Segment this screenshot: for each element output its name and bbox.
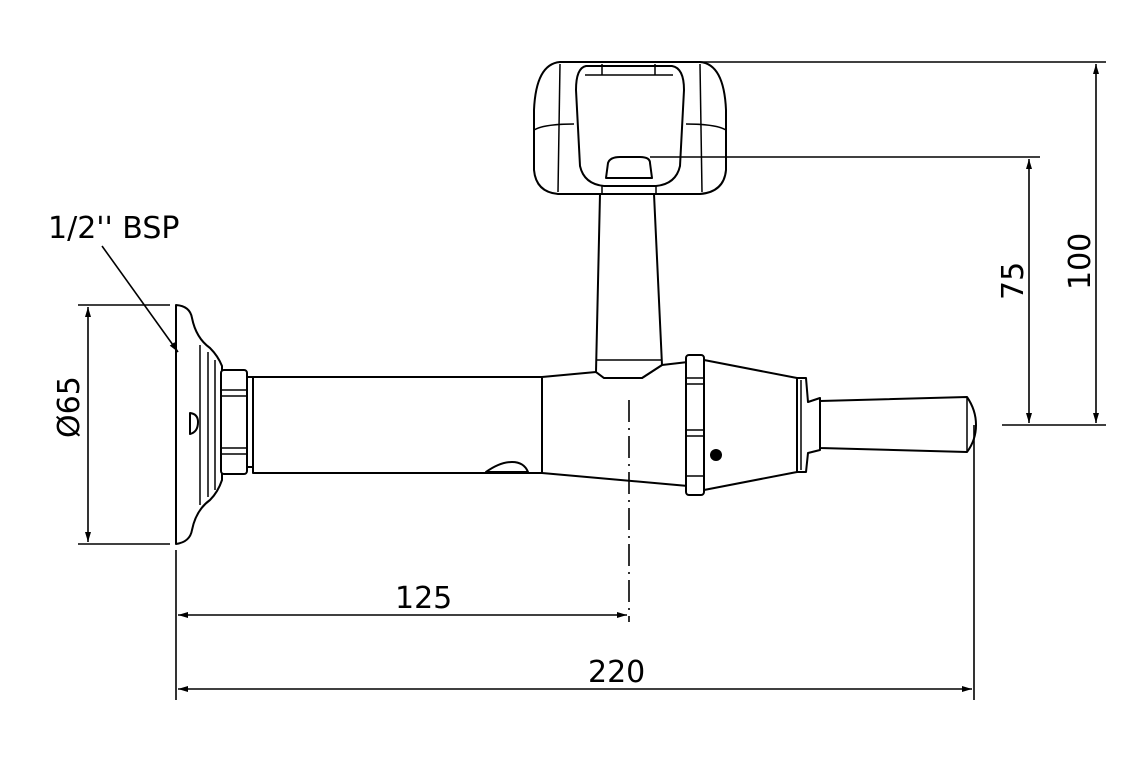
spindle-cap	[819, 396, 977, 453]
thread-callout: 1/2'' BSP	[48, 211, 180, 353]
wall-hex-nut	[220, 369, 254, 475]
dimension-100-label: 100	[1063, 233, 1098, 290]
flange-set-screw	[189, 412, 199, 435]
lever-handle	[533, 61, 727, 195]
thread-callout-label: 1/2'' BSP	[48, 211, 180, 246]
wall-flange	[175, 304, 223, 545]
spout-body	[252, 376, 543, 474]
dimension-75-label: 75	[996, 262, 1031, 300]
dimension-125: 125	[175, 550, 627, 700]
tap-body	[175, 61, 977, 545]
aerator-bump	[485, 461, 529, 473]
valve-hex-nut	[685, 354, 705, 496]
dimension-220-label: 220	[588, 655, 645, 690]
valve-body	[541, 361, 689, 487]
dimension-diameter: Ø65	[52, 304, 170, 545]
dimension-75: 75	[650, 156, 1106, 426]
bonnet-screw	[710, 449, 722, 461]
diameter-label: Ø65	[52, 376, 87, 438]
handle-stem	[595, 193, 663, 379]
dimension-125-label: 125	[395, 581, 452, 616]
dimension-100: 100	[700, 61, 1106, 423]
cone-bonnet	[703, 359, 821, 491]
dimension-220: 220	[178, 425, 975, 700]
